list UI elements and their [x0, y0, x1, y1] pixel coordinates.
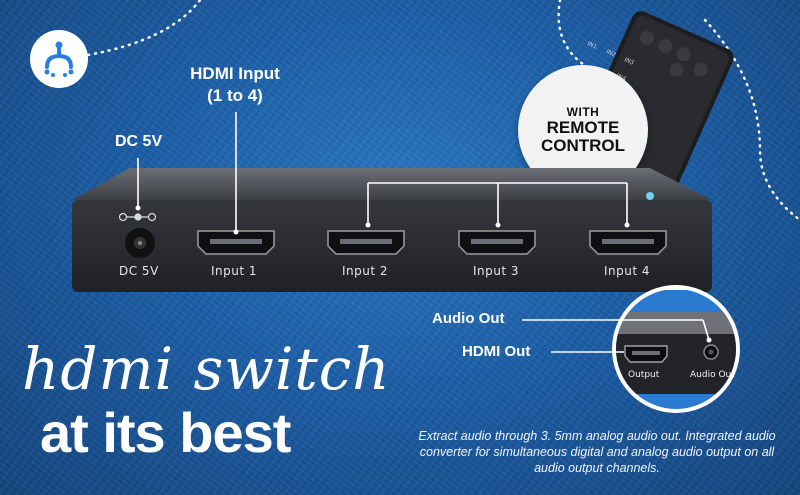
badge-line-remote: REMOTE — [546, 118, 620, 137]
input-1-label: Input 1 — [211, 264, 258, 278]
hdmi-input-callout: HDMI Input (1 to 4) — [180, 63, 290, 107]
hdmi-input-callout-title: HDMI Input — [190, 64, 280, 83]
headline-bold: at its best — [40, 401, 291, 464]
headline-script: hdmi switch — [22, 335, 391, 403]
audio-out-callout: Audio Out — [432, 310, 505, 327]
badge-line-control: CONTROL — [540, 136, 626, 155]
badge-line-with: WITH — [566, 105, 600, 119]
feature-description: Extract audio through 3. 5mm analog audi… — [418, 429, 776, 475]
input-2-label: Input 2 — [342, 264, 389, 278]
input-3-label: Input 3 — [473, 264, 520, 278]
dc-port-label: DC 5V — [119, 264, 159, 278]
brand-logo — [30, 30, 88, 88]
output-port-label: Output — [628, 370, 660, 380]
hdmi-input-callout-range: (1 to 4) — [207, 86, 263, 105]
hdmi-out-callout: HDMI Out — [462, 343, 531, 360]
audio-port-label: Audio Out — [690, 370, 735, 380]
input-4-label: Input 4 — [604, 264, 651, 278]
dc-callout: DC 5V — [115, 133, 163, 150]
robot-claw-icon — [44, 41, 74, 77]
